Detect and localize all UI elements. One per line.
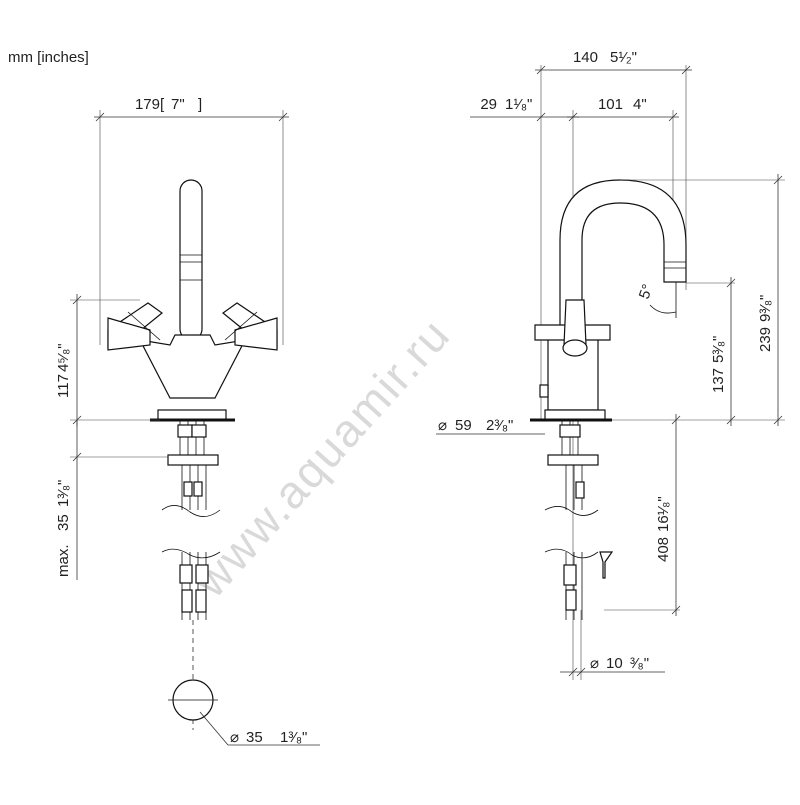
max-thickness-prefix: max. — [55, 544, 72, 577]
handles-height-mm: 117 — [55, 374, 72, 398]
units-label: mm [inches] — [8, 49, 89, 66]
hole-diameter-mm: 35 — [246, 729, 263, 746]
base-diameter-prefix: ⌀ — [438, 417, 447, 434]
side-view: 140 5¹⁄₂" 29 1¹⁄₈" 101 4" 5° — [436, 49, 785, 680]
base-diameter-mm: 59 — [455, 417, 472, 434]
pipe-diameter-mm: 10 — [606, 655, 623, 672]
pipe-diameter-prefix: ⌀ — [590, 655, 599, 672]
hose-length-inches: 16¹⁄₈" — [655, 496, 672, 532]
base-offset-inches: 1¹⁄₈" — [505, 96, 532, 113]
total-height-inches: 9³⁄₈" — [757, 295, 774, 322]
pipe-diameter-inches: ³⁄₈" — [630, 655, 649, 672]
total-depth-mm: 140 — [573, 49, 598, 66]
max-thickness-mm: 35 — [55, 514, 72, 531]
spout-angle: 5° — [636, 282, 657, 301]
total-height-mm: 239 — [757, 327, 774, 352]
front-view: 179 7" [ ] 117 4⁵⁄ — [55, 96, 320, 746]
spout-reach-inches: 4" — [633, 96, 647, 113]
left-cross-handle — [107, 302, 163, 351]
svg-text:]: ] — [198, 96, 202, 113]
hole-diameter-inches: 1³⁄₈" — [280, 729, 307, 746]
max-thickness-inches: 1³⁄₈" — [55, 480, 72, 507]
spout-height-inches: 5³⁄₈" — [710, 336, 727, 363]
faucet-body-front — [138, 334, 247, 399]
base-diameter-inches: 2³⁄₈" — [486, 417, 513, 434]
width-mm: 179 — [135, 96, 160, 113]
base-offset-mm: 29 — [480, 96, 497, 113]
hole-diameter-prefix: ⌀ — [230, 729, 239, 746]
spout-front — [179, 179, 203, 341]
total-depth-inches: 5¹⁄₂" — [610, 49, 637, 66]
right-cross-handle — [222, 302, 278, 351]
mounting-nut-front — [167, 454, 219, 466]
spout-height-mm: 137 — [710, 368, 727, 393]
width-inches: 7" — [171, 96, 185, 113]
handles-height-inches: 4⁵⁄₈" — [55, 343, 72, 372]
svg-text:[: [ — [160, 96, 165, 113]
spout-reach-mm: 101 — [598, 96, 623, 113]
hose-length-mm: 408 — [655, 537, 672, 562]
